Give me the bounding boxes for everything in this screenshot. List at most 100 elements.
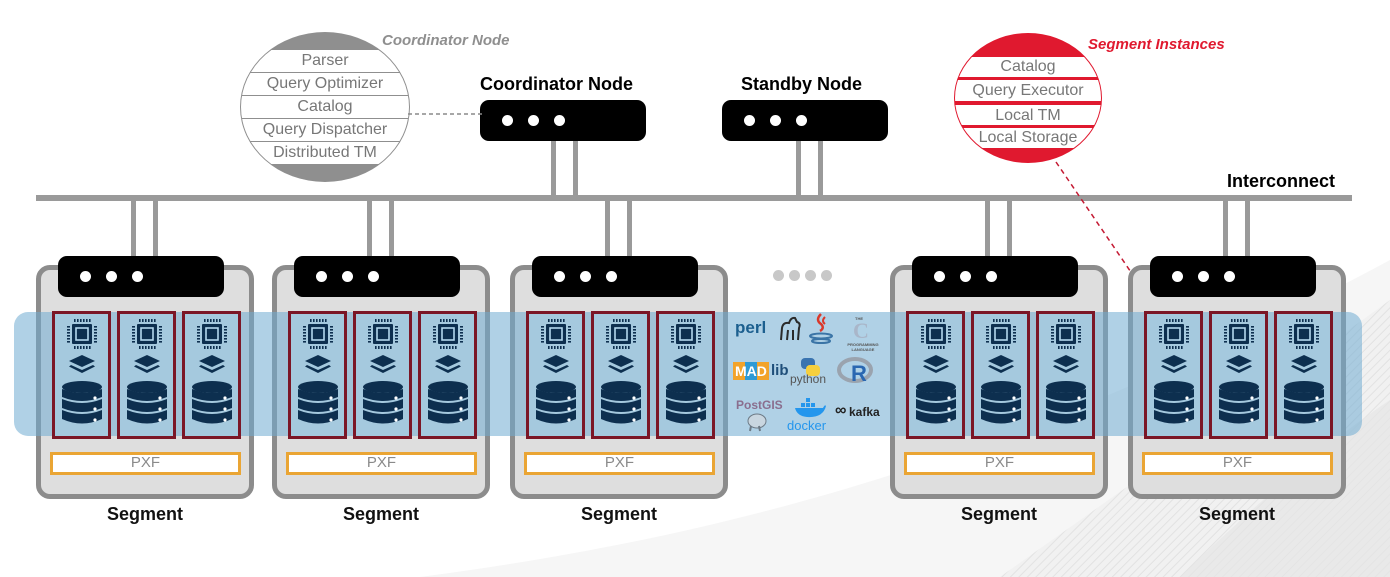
segment-link bbox=[985, 201, 990, 257]
cpu-icon bbox=[303, 319, 333, 349]
led-icon bbox=[744, 115, 755, 126]
layers-icon bbox=[673, 355, 699, 373]
layers-icon bbox=[69, 355, 95, 373]
segment-instance[interactable] bbox=[418, 311, 477, 439]
segment-instance[interactable] bbox=[353, 311, 412, 439]
c-language-logo: C bbox=[853, 318, 869, 343]
segment-instance[interactable] bbox=[971, 311, 1030, 439]
cpu-icon bbox=[132, 319, 162, 349]
database-icon bbox=[916, 381, 956, 424]
segment-callout-circle: Catalog Query Executor Local TM Local St… bbox=[954, 33, 1102, 163]
java-icon bbox=[809, 313, 833, 344]
segment-component: Query Executor bbox=[955, 80, 1101, 101]
database-icon bbox=[666, 381, 706, 424]
cpu-icon bbox=[606, 319, 636, 349]
coordinator-component: Query Optimizer bbox=[241, 73, 409, 95]
segment-instance[interactable] bbox=[906, 311, 965, 439]
led-icon bbox=[606, 271, 617, 282]
led-icon bbox=[580, 271, 591, 282]
led-icon bbox=[316, 271, 327, 282]
layers-icon bbox=[1226, 355, 1252, 373]
coordinator-component: Catalog bbox=[241, 96, 409, 118]
segment-link bbox=[153, 201, 158, 257]
led-icon bbox=[106, 271, 117, 282]
led-icon bbox=[796, 115, 807, 126]
database-icon bbox=[1219, 381, 1259, 424]
python-logo: python bbox=[790, 372, 827, 386]
segment-instance[interactable] bbox=[1209, 311, 1268, 439]
segment-component: Catalog bbox=[955, 57, 1101, 77]
database-icon bbox=[127, 381, 167, 424]
database-icon bbox=[1154, 381, 1194, 424]
layers-icon bbox=[370, 355, 396, 373]
led-icon bbox=[80, 271, 91, 282]
madlib-mad: MAD bbox=[733, 362, 769, 380]
segment-instance[interactable] bbox=[591, 311, 650, 439]
segment-instance[interactable] bbox=[52, 311, 111, 439]
database-icon bbox=[192, 381, 232, 424]
r-language-icon: R bbox=[837, 357, 873, 386]
python-icon bbox=[801, 358, 820, 376]
coordinator-component: Query Dispatcher bbox=[241, 119, 409, 141]
segment-instance[interactable] bbox=[117, 311, 176, 439]
segment-instance[interactable] bbox=[1144, 311, 1203, 439]
cpu-icon bbox=[433, 319, 463, 349]
segment-server bbox=[532, 256, 698, 297]
led-icon bbox=[770, 115, 781, 126]
segment-instance[interactable] bbox=[288, 311, 347, 439]
segment-label: Segment bbox=[960, 504, 1038, 524]
segment-link bbox=[1223, 201, 1228, 257]
extension-logos: perl THE C PROGRAMMING LANGUAGE MAD lib … bbox=[733, 312, 883, 436]
database-icon bbox=[1284, 381, 1324, 424]
cpu-icon bbox=[921, 319, 951, 349]
docker-logo: docker bbox=[787, 418, 827, 433]
database-icon bbox=[601, 381, 641, 424]
standby-link-left bbox=[796, 141, 801, 197]
coordinator-node-server[interactable] bbox=[480, 100, 646, 141]
layers-icon bbox=[1161, 355, 1187, 373]
pxf-service: PXF bbox=[904, 452, 1095, 475]
segment-instance[interactable] bbox=[182, 311, 241, 439]
segment-instance[interactable] bbox=[1036, 311, 1095, 439]
led-icon bbox=[132, 271, 143, 282]
cpu-icon bbox=[1224, 319, 1254, 349]
segment-instance[interactable] bbox=[526, 311, 585, 439]
standby-node-title: Standby Node bbox=[741, 74, 863, 94]
cpu-icon bbox=[671, 319, 701, 349]
led-icon bbox=[502, 115, 513, 126]
layers-icon bbox=[543, 355, 569, 373]
c-language-subtitle: PROGRAMMING LANGUAGE bbox=[847, 342, 879, 352]
layers-icon bbox=[199, 355, 225, 373]
coordinator-component: Distributed TM bbox=[241, 142, 409, 164]
layers-icon bbox=[1053, 355, 1079, 373]
database-icon bbox=[298, 381, 338, 424]
more-segments-ellipsis bbox=[773, 270, 837, 284]
coordinator-link-left bbox=[551, 141, 556, 197]
segment-link bbox=[131, 201, 136, 257]
pxf-service: PXF bbox=[524, 452, 715, 475]
coordinator-node-title: Coordinator Node bbox=[480, 74, 633, 94]
cpu-icon bbox=[197, 319, 227, 349]
layers-icon bbox=[923, 355, 949, 373]
segment-instance[interactable] bbox=[1274, 311, 1333, 439]
segment-server bbox=[1150, 256, 1316, 297]
database-icon bbox=[363, 381, 403, 424]
segment-server bbox=[912, 256, 1078, 297]
segment-instance[interactable] bbox=[656, 311, 715, 439]
cpu-icon bbox=[368, 319, 398, 349]
led-icon bbox=[934, 271, 945, 282]
standby-link-right bbox=[818, 141, 823, 197]
segment-server bbox=[58, 256, 224, 297]
segment-link bbox=[627, 201, 632, 257]
led-icon bbox=[1198, 271, 1209, 282]
segment-link bbox=[1007, 201, 1012, 257]
led-icon bbox=[960, 271, 971, 282]
cpu-icon bbox=[986, 319, 1016, 349]
standby-node-server[interactable] bbox=[722, 100, 888, 141]
database-icon bbox=[1046, 381, 1086, 424]
coordinator-component: Parser bbox=[241, 50, 409, 72]
database-icon bbox=[62, 381, 102, 424]
coordinator-callout-connector bbox=[408, 113, 482, 115]
coordinator-callout-circle: Parser Query Optimizer Catalog Query Dis… bbox=[240, 32, 410, 182]
segment-component: Local Storage bbox=[955, 128, 1101, 148]
